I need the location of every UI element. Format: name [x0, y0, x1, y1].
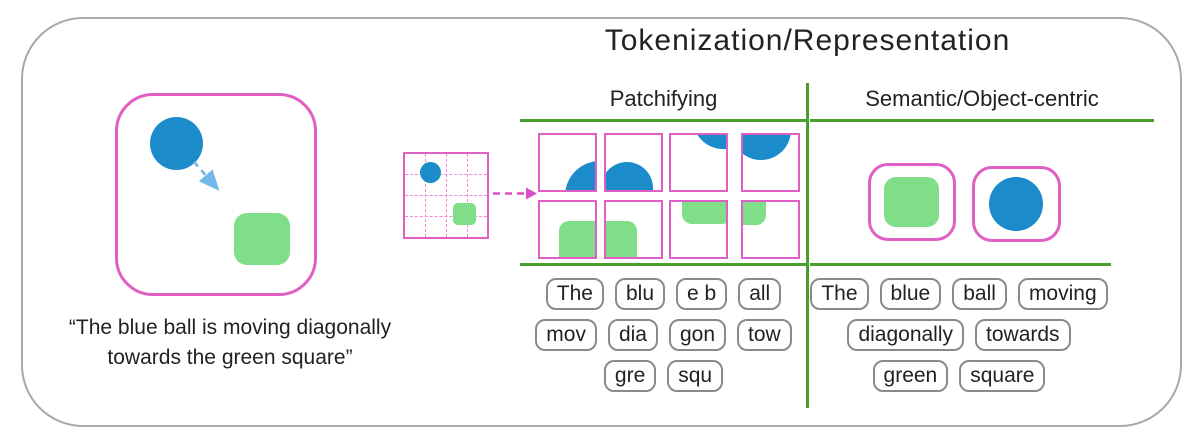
green-square-thumbnail: [453, 203, 476, 225]
token: blu: [614, 278, 665, 310]
patch-grid-thumbnail: [403, 152, 489, 239]
scene-box: [115, 93, 317, 296]
token: dia: [607, 319, 658, 351]
patchify-arrow-icon: [493, 187, 537, 200]
caption-line-2: towards the green square”: [107, 345, 353, 369]
token-row: mov dia gon tow: [535, 319, 792, 351]
green-square-object-token: [868, 163, 956, 241]
green-square-object: [884, 177, 939, 227]
blue-ball: [150, 117, 203, 170]
patch-7: [669, 200, 728, 259]
token: diagonally: [847, 319, 965, 351]
semantic-header: Semantic/Object-centric: [865, 86, 1099, 111]
column-divider: [806, 83, 809, 408]
grid-line: [405, 216, 487, 217]
caption-line-1: “The blue ball is moving diagonally: [68, 316, 392, 339]
token-row: diagonally towards: [847, 319, 1071, 351]
token: moving: [1017, 278, 1108, 310]
patchifying-bottom-rule: [520, 263, 807, 266]
semantic-token-list: The blue ball moving diagonally towards …: [808, 278, 1110, 392]
token: blue: [879, 278, 942, 310]
figure-border: [21, 17, 1182, 427]
semantic-bottom-rule: [810, 263, 1111, 266]
token: square: [959, 360, 1046, 392]
token: mov: [535, 319, 597, 351]
grid-line: [405, 174, 487, 175]
blue-ball-object-token: [972, 166, 1061, 242]
patchifying-header: Patchifying: [609, 86, 718, 111]
token-row: green square: [872, 360, 1046, 392]
patch-4: [741, 133, 800, 192]
diagonal-motion-arrow-icon: [193, 161, 220, 191]
token: ball: [952, 278, 1007, 310]
token-row: gre squ: [603, 360, 724, 392]
blue-ball-thumbnail: [420, 162, 441, 183]
semantic-top-rule: [810, 119, 1154, 122]
token: green: [872, 360, 949, 392]
token-row: The blu e b all: [545, 278, 782, 310]
token: all: [738, 278, 782, 310]
blue-ball-object: [989, 177, 1043, 231]
patch-6: [604, 200, 663, 259]
green-square: [234, 213, 290, 265]
patch-5: [538, 200, 597, 259]
token: gon: [668, 319, 727, 351]
token: squ: [667, 360, 724, 392]
patch-2: [604, 133, 663, 192]
patch-1: [538, 133, 597, 192]
token: The: [810, 278, 869, 310]
token: towards: [975, 319, 1071, 351]
token: tow: [737, 319, 792, 351]
caption: “The blue ball is moving diagonally towa…: [25, 313, 435, 373]
patch-3: [669, 133, 728, 192]
token: gre: [603, 360, 657, 392]
token: The: [545, 278, 604, 310]
patch-8: [741, 200, 800, 259]
grid-line: [405, 195, 487, 196]
patchifying-token-list: The blu e b all mov dia gon tow gre squ: [520, 278, 807, 392]
token-row: The blue ball moving: [810, 278, 1108, 310]
patchifying-top-rule: [520, 119, 807, 122]
token: e b: [676, 278, 728, 310]
figure-title: Tokenization/Representation: [604, 24, 1011, 57]
